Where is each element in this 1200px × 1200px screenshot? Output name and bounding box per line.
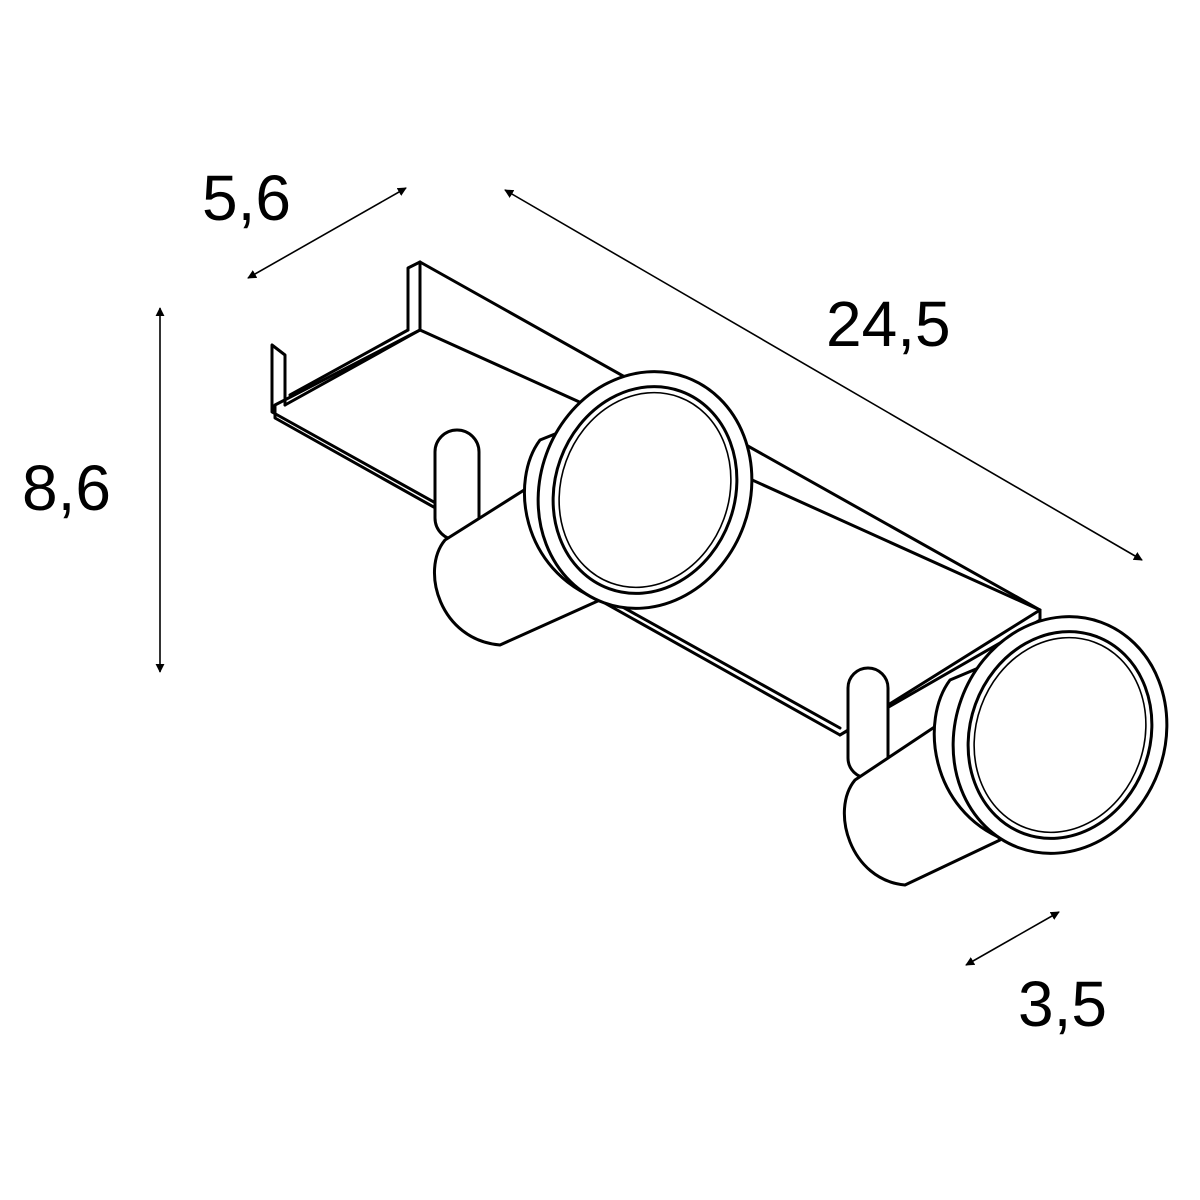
head-depth-dimension-arrow bbox=[965, 911, 1060, 966]
spotlight-head-2 bbox=[842, 615, 1169, 887]
head-depth-label: 3,5 bbox=[1018, 968, 1107, 1040]
depth-label: 5,6 bbox=[202, 162, 291, 234]
length-dimension-arrow bbox=[504, 189, 1143, 561]
length-label: 24,5 bbox=[826, 288, 951, 360]
depth-dimension-arrow bbox=[247, 187, 407, 279]
height-label: 8,6 bbox=[22, 452, 111, 524]
